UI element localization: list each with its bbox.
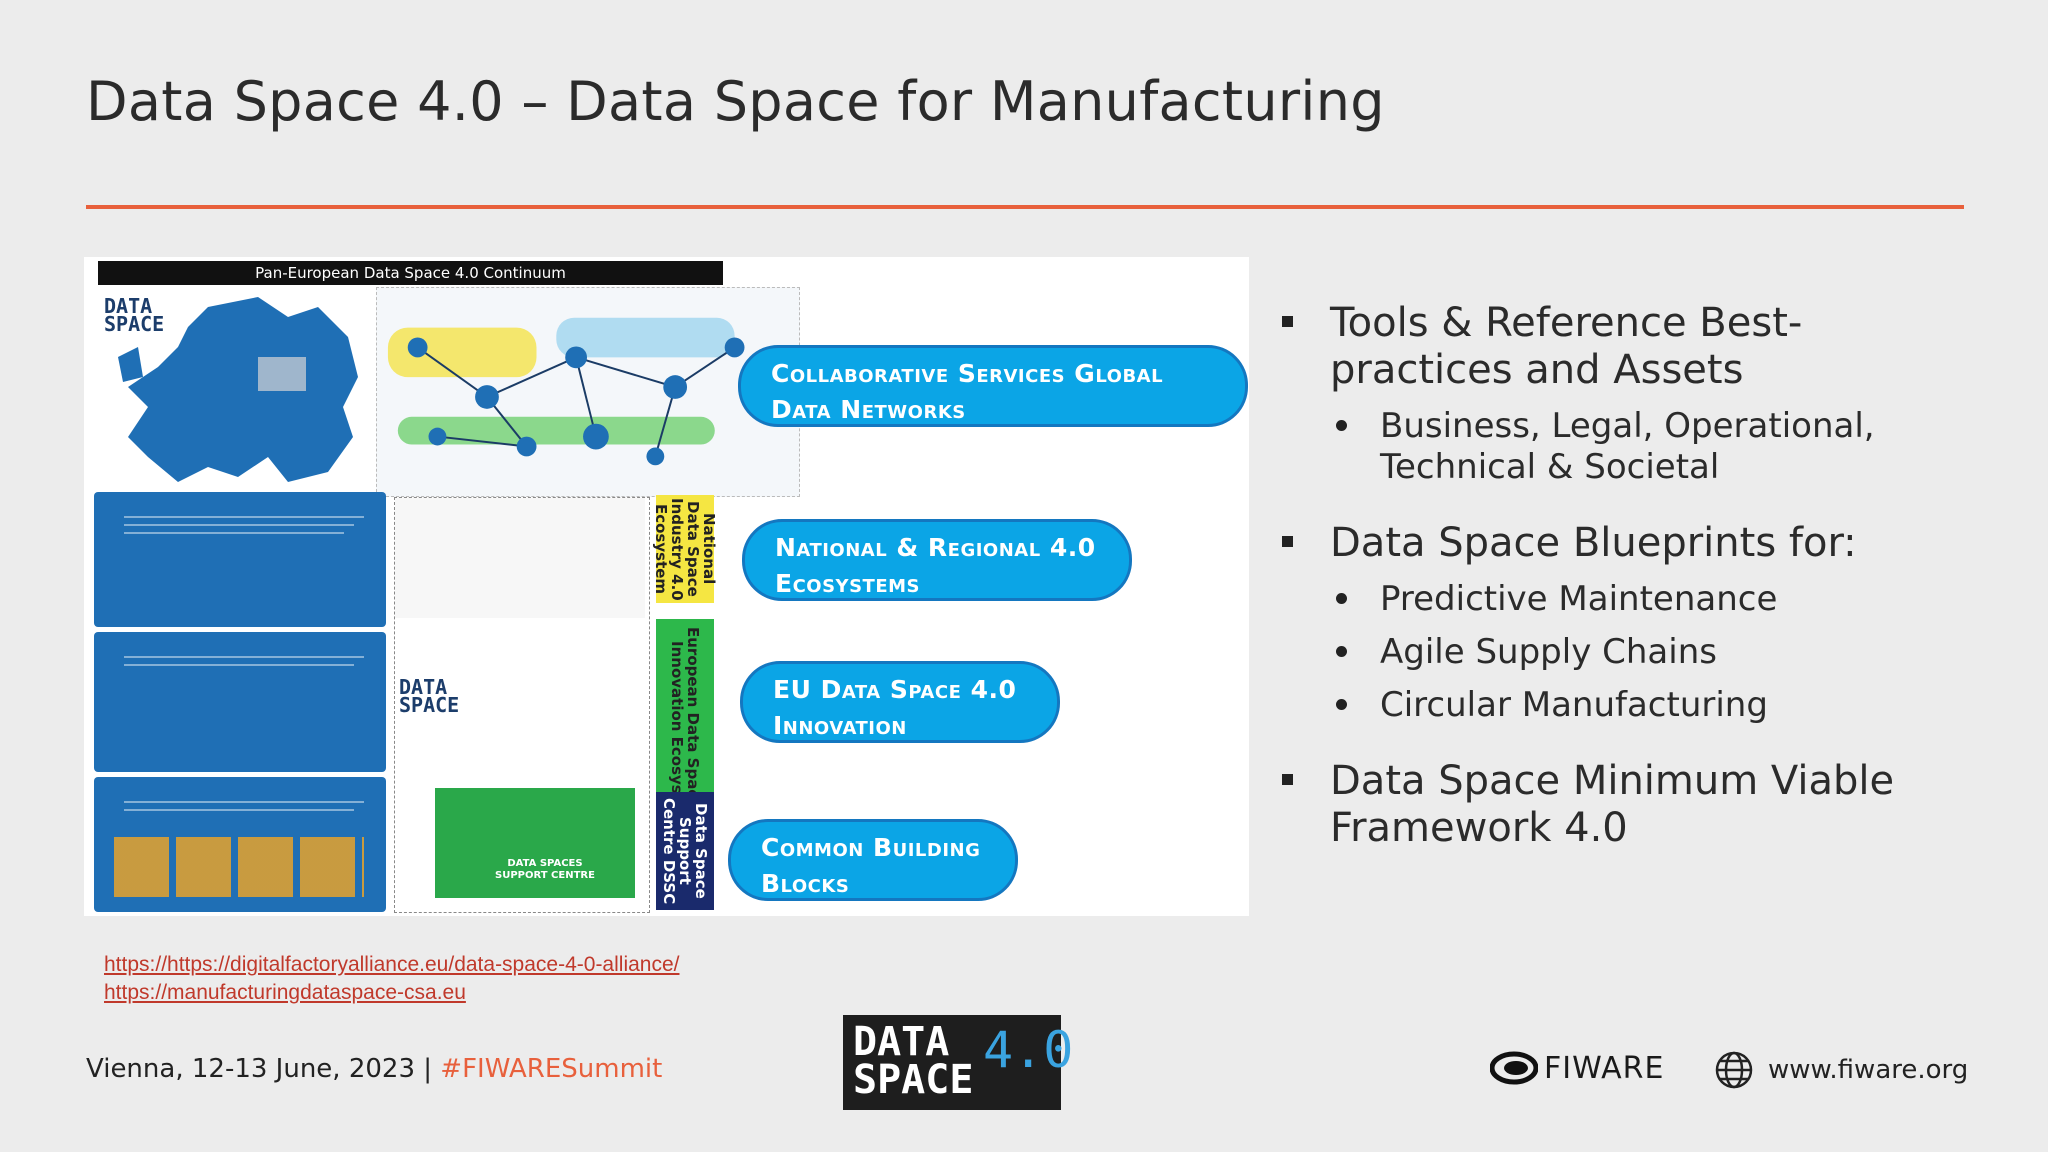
- continuum-figure: Pan-European Data Space 4.0 Continuum DA…: [84, 257, 1249, 916]
- link-dfa[interactable]: https://https://digitalfactoryalliance.e…: [104, 953, 680, 976]
- reference-links: https://https://digitalfactoryalliance.e…: [104, 951, 679, 1007]
- bullet-list: Tools & Reference Best-practices and Ass…: [1280, 300, 1980, 864]
- globe-icon: [1715, 1051, 1753, 1089]
- sub-bullet-business: Business, Legal, Operational, Technical …: [1280, 406, 1980, 488]
- title-divider: [86, 205, 1964, 209]
- bullet-tools: Tools & Reference Best-practices and Ass…: [1280, 300, 1980, 394]
- building-blocks-panels: [94, 492, 386, 912]
- fiware-logo: FIWARE: [1490, 1050, 1664, 1086]
- slide-title: Data Space 4.0 – Data Space for Manufact…: [86, 70, 1385, 133]
- event-text: Vienna, 12-13 June, 2023 |: [86, 1054, 441, 1084]
- panel-soft-infrastructure: [94, 777, 386, 912]
- sub-bullet-predictive: Predictive Maintenance: [1280, 579, 1980, 620]
- footer-event: Vienna, 12-13 June, 2023 | #FIWARESummit: [86, 1054, 662, 1084]
- strip-dssc: Data Space Support Centre DSSC: [656, 792, 714, 910]
- panel-building-blocks: [94, 632, 386, 772]
- fiware-swirl-icon: [1490, 1051, 1538, 1085]
- figure-header: Pan-European Data Space 4.0 Continuum: [98, 261, 723, 285]
- panel-data-spaces-ecosystem: [94, 492, 386, 627]
- sub-bullet-supply: Agile Supply Chains: [1280, 632, 1980, 673]
- hashtag: #FIWARESummit: [440, 1054, 663, 1084]
- ecosystem-network-diagram: [376, 287, 800, 497]
- europe-map-image: [118, 297, 358, 482]
- bullet-blueprints: Data Space Blueprints for:: [1280, 520, 1980, 567]
- sub-bullet-circular: Circular Manufacturing: [1280, 685, 1980, 726]
- website: www.fiware.org: [1714, 1050, 1968, 1090]
- bullet-mvf: Data Space Minimum Viable Framework 4.0: [1280, 758, 1980, 852]
- link-csa[interactable]: https://manufacturingdataspace-csa.eu: [104, 981, 466, 1004]
- strip-national: National Data Space Industry 4.0 Ecosyst…: [652, 495, 718, 603]
